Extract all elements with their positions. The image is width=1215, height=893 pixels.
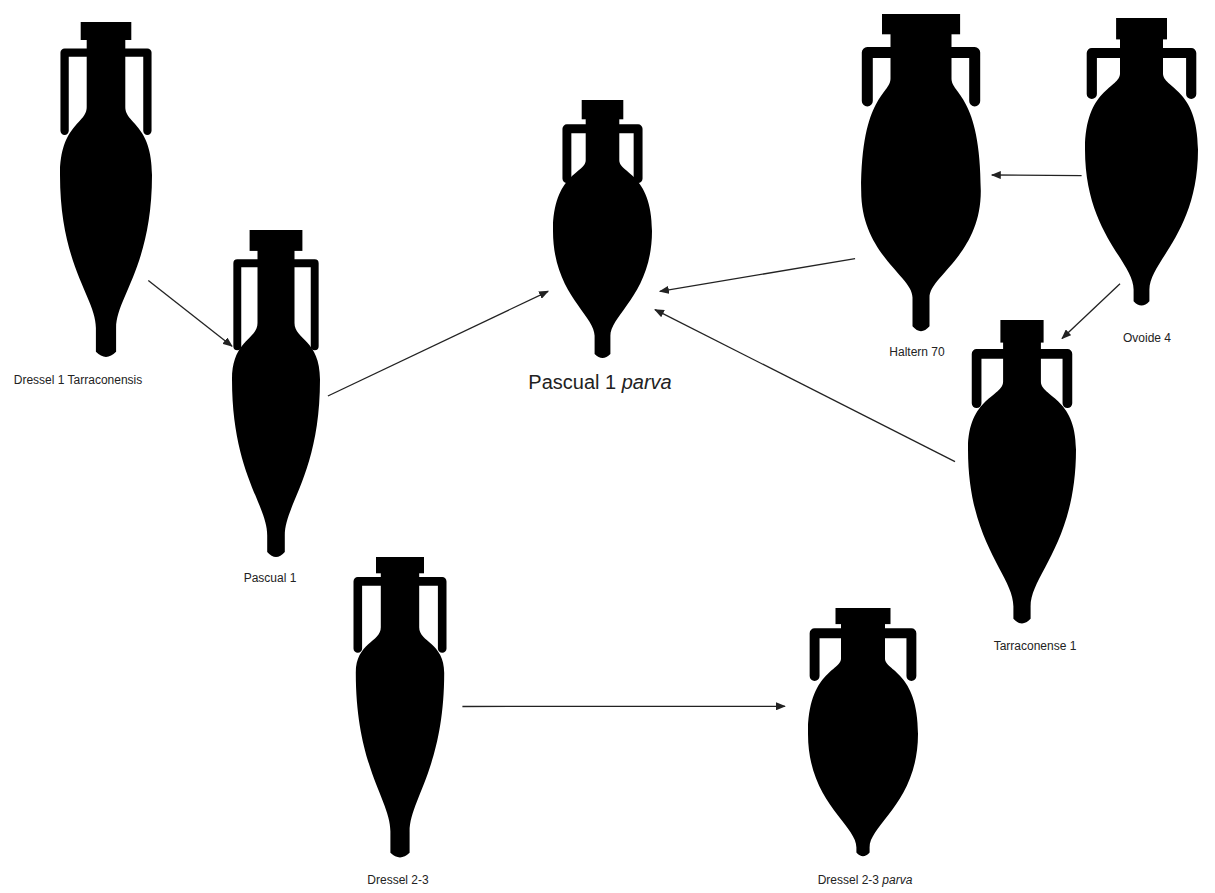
derivation-arrow <box>655 310 955 462</box>
derivation-arrow <box>148 280 232 346</box>
amphora-part <box>1041 354 1068 403</box>
label-part: Pascual 1 <box>528 371 621 393</box>
amphora-node: Tarraconense 1 <box>968 320 1076 628</box>
derivation-arrow <box>660 259 855 292</box>
amphora-silhouette <box>808 608 918 860</box>
amphora-silhouette <box>553 100 652 362</box>
derivation-arrow <box>1062 284 1120 339</box>
amphora-node: Pascual 1 <box>232 230 320 562</box>
amphora-part <box>582 100 624 119</box>
amphora-part <box>1000 320 1043 343</box>
amphora-silhouette <box>232 230 320 562</box>
type-label: Pascual 1 <box>244 571 297 585</box>
amphora-node: Haltern 70 <box>860 14 982 336</box>
amphora-part <box>356 572 444 857</box>
amphora-part <box>295 263 315 346</box>
amphora-part <box>376 557 424 573</box>
amphora-part <box>1116 18 1167 39</box>
amphora-silhouette <box>968 320 1076 628</box>
label-part: parva <box>622 371 672 393</box>
amphora-part <box>250 230 303 251</box>
amphora-part <box>1085 38 1198 305</box>
type-label: Ovoide 4 <box>1123 331 1171 345</box>
amphora-part <box>808 623 918 856</box>
amphora-silhouette <box>1085 18 1198 310</box>
type-label: Haltern 70 <box>889 345 944 359</box>
amphora-part <box>619 129 638 179</box>
amphora-node: Dressel 2-3 <box>352 557 448 862</box>
amphora-part <box>861 33 981 331</box>
amphora-node: Dressel 2-3 parva <box>808 608 918 860</box>
type-label: Pascual 1 parva <box>528 370 671 394</box>
amphora-part <box>815 633 841 676</box>
label-part: Dressel 2-3 <box>818 873 883 887</box>
amphora-part <box>968 342 1076 624</box>
type-label: Tarraconense 1 <box>994 639 1077 653</box>
amphora-part <box>867 53 890 101</box>
amphora-part <box>567 129 586 179</box>
amphora-part <box>358 581 381 648</box>
amphora-part <box>65 53 87 131</box>
amphora-node: Dressel 1 Tarraconensis <box>60 22 152 362</box>
amphora-part <box>237 263 257 346</box>
derivation-arrow <box>992 174 1082 176</box>
derivation-arrow <box>462 706 785 708</box>
amphora-part <box>977 354 1004 403</box>
amphora-part <box>952 53 975 101</box>
amphora-part <box>885 633 911 676</box>
amphora-silhouette <box>352 557 448 862</box>
amphora-part <box>553 118 652 358</box>
type-label: Dressel 2-3 <box>367 873 428 887</box>
amphora-silhouette <box>860 14 982 336</box>
type-label: Dressel 2-3 parva <box>818 873 913 887</box>
amphora-part <box>1092 53 1120 94</box>
amphora-part <box>1163 53 1191 94</box>
amphora-node: Ovoide 4 <box>1085 18 1198 310</box>
amphora-node: Pascual 1 parva <box>553 100 652 362</box>
label-part: parva <box>882 873 912 887</box>
amphora-part <box>232 250 320 557</box>
amphora-part <box>836 608 891 624</box>
amphora-part <box>81 22 132 40</box>
amphora-silhouette <box>60 22 152 362</box>
amphora-part <box>60 39 152 357</box>
amphora-part <box>419 581 442 648</box>
amphora-part <box>882 14 960 34</box>
amphora-part <box>125 53 147 131</box>
type-label: Dressel 1 Tarraconensis <box>14 373 143 387</box>
derivation-arrow <box>328 291 548 396</box>
